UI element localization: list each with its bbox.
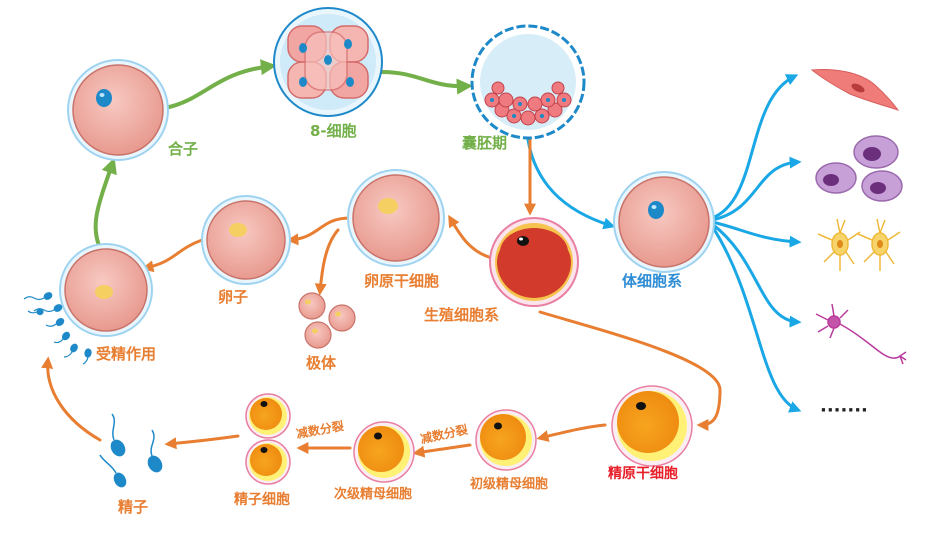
label-polar-body: 极体 (306, 354, 337, 372)
label-fertilization: 受精作用 (96, 345, 156, 363)
label-spermatid: 精子细胞 (234, 491, 290, 508)
arrow-germline-to-spermatogonium (538, 310, 722, 431)
arrow-somatic-to-more (710, 224, 802, 413)
blood-cells-icon (815, 135, 903, 202)
arrow-sperm-to-fertilization (41, 356, 102, 442)
somatic-cell-icon (613, 171, 715, 273)
polar-body-icon (298, 292, 356, 349)
label-secondary-spermatocyte: 次级精母细胞 (334, 486, 412, 502)
label-more: ······· (820, 400, 868, 421)
glial-cells-icon (817, 218, 901, 271)
arrow-blastocyst-to-somatic (526, 138, 616, 230)
sperm-swarm-icon (23, 292, 92, 365)
arrow-primary-to-secondary (412, 443, 472, 458)
orange-arrows (41, 138, 722, 458)
spermatid-cells-icon (245, 393, 291, 485)
arrow-spermatogonium-to-primary (536, 423, 607, 442)
arrow-oogonium-to-egg (286, 216, 352, 246)
arrow-somatic-to-blood (710, 156, 802, 222)
arrow-somatic-to-muscle (710, 74, 799, 220)
green-arrows (93, 59, 473, 250)
label-meiosis-1: 减数分裂 (419, 422, 469, 447)
arrow-zygote-to-8cell (163, 59, 277, 110)
muscle-cell-icon (810, 69, 900, 111)
label-blastocyst: 囊胚期 (461, 134, 507, 152)
label-primary-spermatocyte: 初级精母细胞 (470, 476, 548, 492)
arrow-germline-to-oogonium (448, 214, 494, 260)
oogonium-cell-icon (347, 169, 445, 267)
label-spermatogonium: 精原干细胞 (608, 465, 678, 482)
primary-spermatocyte-cell-icon (475, 409, 537, 471)
arrow-8cell-to-blastocyst (380, 70, 473, 95)
spermatogonium-cell-icon (611, 385, 693, 467)
arrow-somatic-to-neuron (710, 222, 802, 328)
label-eight-cell: 8-细胞 (310, 122, 357, 140)
arrow-oogonium-to-polar (314, 228, 340, 296)
eight-cell-icon (273, 7, 383, 117)
arrow-spermatid-to-sperm (164, 434, 240, 450)
blastocyst-icon (470, 24, 586, 140)
egg-cell-icon (201, 195, 291, 285)
label-egg: 卵子 (218, 288, 248, 306)
label-somatic-line: 体细胞系 (622, 272, 682, 290)
arrow-egg-to-fertilization (141, 238, 204, 273)
label-meiosis-2: 减数分裂 (295, 418, 345, 441)
arrow-fertilization-to-zygote (93, 157, 117, 250)
neuron-icon (815, 303, 907, 365)
label-germ-line: 生殖细胞系 (424, 306, 499, 324)
arrow-somatic-to-glia (710, 220, 802, 248)
germline-cell-icon (489, 217, 579, 307)
label-zygote: 合子 (167, 140, 198, 158)
label-sperm: 精子 (118, 498, 148, 516)
sperm-icon (99, 413, 163, 488)
zygote-cell-icon (67, 59, 169, 161)
secondary-spermatocyte-cell-icon (353, 421, 415, 483)
label-oogonium: 卵原干细胞 (364, 272, 439, 290)
fertilized-egg-icon (59, 243, 153, 337)
